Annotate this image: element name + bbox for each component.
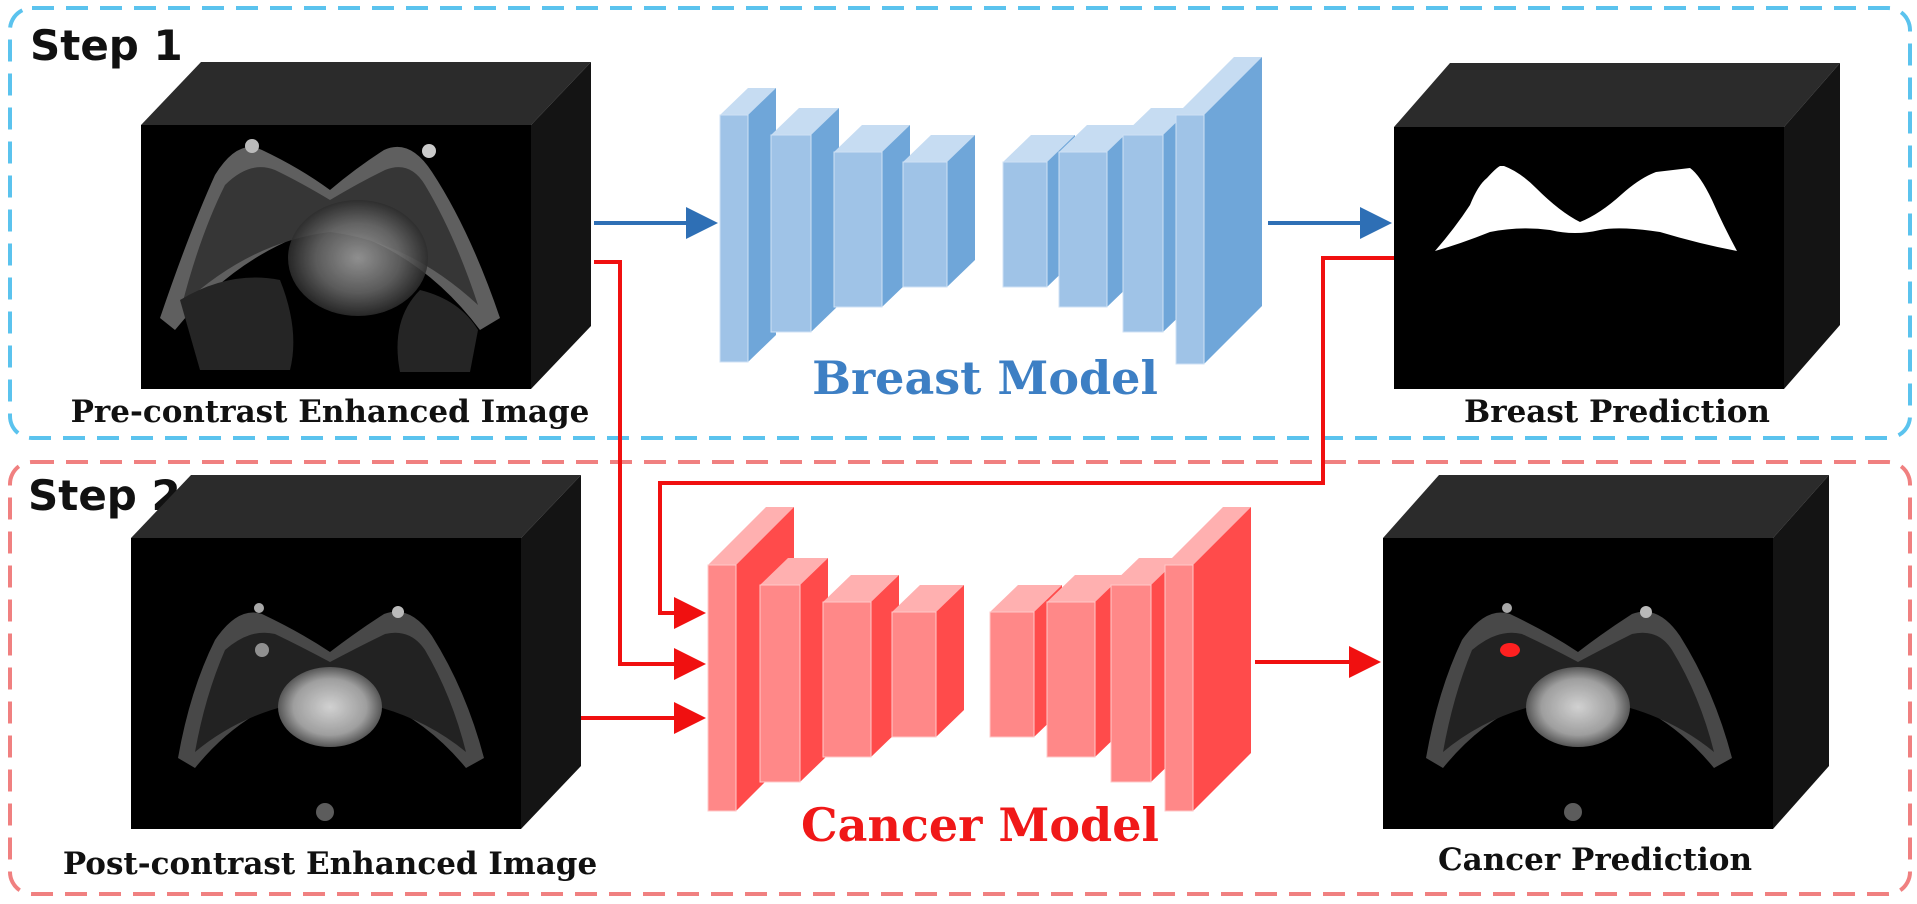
- cancer-prediction-cube: [1383, 475, 1829, 829]
- post-contrast-image-cube: [131, 475, 581, 829]
- cancer-encoder-block-2: [759, 558, 828, 783]
- arrow-pre-to-cancer-model: [594, 260, 706, 680]
- breast-prediction-caption: Breast Prediction: [1464, 394, 1770, 430]
- step1-region: [8, 6, 1912, 440]
- tumor-marker: [1500, 643, 1520, 657]
- step2-label: Step 2: [28, 471, 181, 520]
- breast-decoder-block-4: [1175, 57, 1262, 365]
- breast-prediction-cube: [1394, 63, 1840, 389]
- cancer-prediction-caption: Cancer Prediction: [1438, 842, 1752, 878]
- arrow-breast-prediction-to-cancer-model: [658, 256, 1394, 629]
- pre-contrast-mri-slice: [160, 139, 500, 372]
- breast-model-title: Breast Model: [812, 351, 1158, 405]
- cancer-encoder-block-4: [891, 585, 964, 738]
- post-contrast-mri-slice: [178, 603, 484, 821]
- step2-region: [8, 460, 1912, 896]
- breast-encoder-block-4: [902, 135, 975, 288]
- breast-encoder-block-2: [770, 108, 839, 333]
- cancer-model-title: Cancer Model: [801, 798, 1159, 852]
- breast-mask: [1435, 166, 1737, 251]
- pre-contrast-image-cube: [141, 62, 591, 389]
- pre-contrast-caption: Pre-contrast Enhanced Image: [71, 394, 590, 430]
- cancer-encoder-block-3: [822, 575, 899, 758]
- breast-encoder-block-1: [719, 88, 776, 363]
- breast-model-network: [719, 57, 1262, 365]
- cancer-model-network: [707, 507, 1251, 812]
- breast-encoder-block-3: [833, 125, 910, 308]
- step1-label: Step 1: [30, 21, 183, 70]
- post-contrast-caption: Post-contrast Enhanced Image: [63, 846, 597, 882]
- cancer-decoder-block-4: [1164, 507, 1251, 812]
